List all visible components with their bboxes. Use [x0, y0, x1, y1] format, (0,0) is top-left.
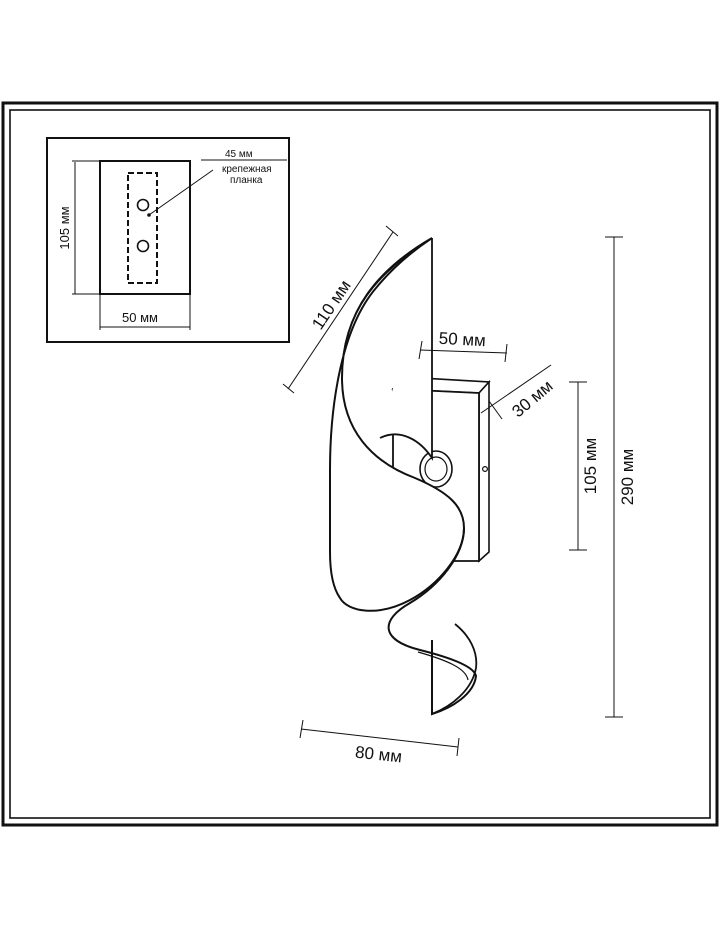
total-height-label: 290 мм — [618, 449, 637, 505]
dim-box-depth: 30 мм — [480, 364, 557, 421]
inner-frame — [9, 109, 711, 819]
inset-plate-depth-label: 45 мм — [225, 149, 253, 160]
shade-back-bottom — [431, 623, 478, 716]
diag-ext-top — [385, 225, 399, 237]
dim-box-width: 50 мм — [418, 329, 508, 363]
total-width-dim-line — [300, 728, 459, 748]
box-screw-side — [482, 466, 489, 473]
box-width-ext-left — [418, 340, 423, 360]
inset-frame — [46, 137, 290, 343]
curved-shade — [329, 237, 478, 716]
box-width-dim-line — [419, 349, 508, 354]
diag-dim-line — [287, 231, 394, 390]
shade-front — [329, 237, 466, 612]
screw-hole-top — [136, 198, 150, 212]
dim-total-height: 290 мм — [605, 236, 637, 718]
inset-width-label: 50 мм — [122, 310, 158, 325]
screw-hole-bottom — [136, 239, 150, 253]
lamp-view: 110 мм 50 мм 30 мм 105 мм 290 мм — [282, 225, 637, 767]
lamp-socket — [419, 450, 453, 488]
leader-line — [148, 169, 214, 216]
mounting-bar — [127, 172, 158, 284]
box-height-label: 105 мм — [581, 438, 600, 494]
shade-inner-edge-top — [341, 237, 433, 377]
inset-plate-label-1: крепежная — [222, 164, 272, 175]
dim-box-height: 105 мм — [569, 381, 600, 551]
shade-lower-inner — [417, 651, 469, 681]
socket-inner — [424, 456, 448, 482]
inset-view: 45 мм крепежная планка 105 мм 50 мм — [46, 137, 290, 343]
inset-plate-label-2: планка — [230, 175, 263, 186]
box-width-ext-right — [504, 343, 508, 363]
shade-front-lower — [387, 527, 478, 716]
diag-ext-bottom — [282, 383, 295, 394]
total-width-ext-left — [299, 719, 304, 739]
inset-base-plate — [99, 160, 191, 295]
outer-frame — [1, 101, 719, 827]
total-width-ext-right — [456, 737, 460, 757]
box-depth-dim-line — [480, 364, 552, 414]
box-depth-ext — [488, 400, 503, 420]
shade-back-top — [379, 238, 433, 461]
inset-height-label: 105 мм — [57, 206, 72, 249]
box-depth-label: 30 мм — [508, 376, 556, 421]
total-width-label: 80 мм — [354, 743, 403, 767]
dim-total-width: 80 мм — [299, 719, 460, 767]
box-width-label: 50 мм — [438, 329, 486, 350]
